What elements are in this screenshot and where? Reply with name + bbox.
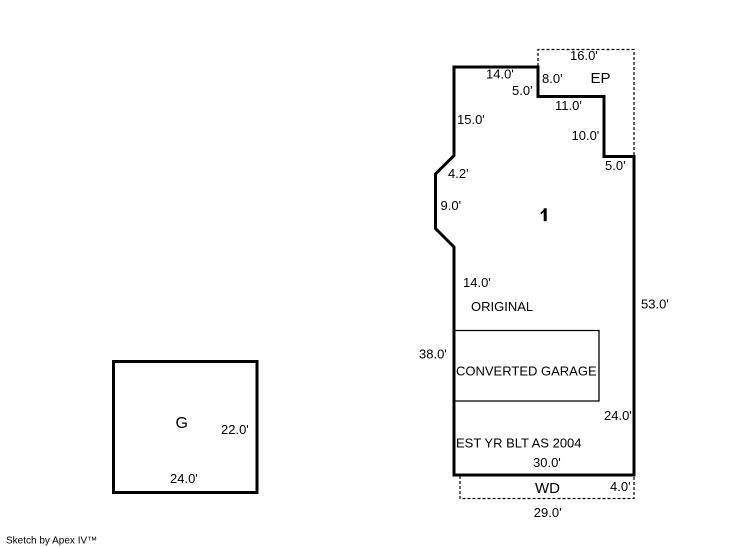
svg-text:4.2': 4.2': [448, 166, 469, 181]
svg-text:4.0': 4.0': [610, 479, 631, 494]
svg-text:14.0': 14.0': [486, 67, 514, 82]
svg-text:ORIGINAL: ORIGINAL: [471, 299, 533, 314]
svg-text:5.0': 5.0': [605, 158, 626, 173]
svg-text:8.0': 8.0': [542, 71, 563, 86]
svg-text:5.0': 5.0': [512, 83, 533, 98]
svg-text:Sketch by Apex IV™: Sketch by Apex IV™: [6, 536, 97, 547]
svg-text:15.0': 15.0': [457, 112, 485, 127]
svg-text:CONVERTED GARAGE: CONVERTED GARAGE: [456, 364, 597, 379]
svg-text:11.0': 11.0': [555, 98, 582, 113]
svg-text:WD: WD: [535, 480, 560, 497]
svg-text:29.0': 29.0': [534, 505, 562, 520]
svg-text:EST YR BLT AS 2004: EST YR BLT AS 2004: [456, 436, 582, 451]
svg-text:9.0': 9.0': [441, 198, 462, 213]
svg-text:38.0': 38.0': [419, 347, 447, 362]
svg-text:53.0': 53.0': [641, 297, 669, 312]
svg-text:EP: EP: [591, 70, 611, 87]
svg-text:G: G: [176, 415, 188, 432]
svg-text:16.0': 16.0': [570, 48, 598, 63]
svg-text:22.0': 22.0': [221, 422, 249, 437]
svg-text:24.0': 24.0': [604, 408, 632, 423]
svg-text:30.0': 30.0': [533, 455, 561, 470]
svg-text:24.0': 24.0': [170, 471, 198, 486]
svg-text:10.0': 10.0': [572, 128, 600, 143]
svg-text:14.0': 14.0': [463, 275, 491, 290]
